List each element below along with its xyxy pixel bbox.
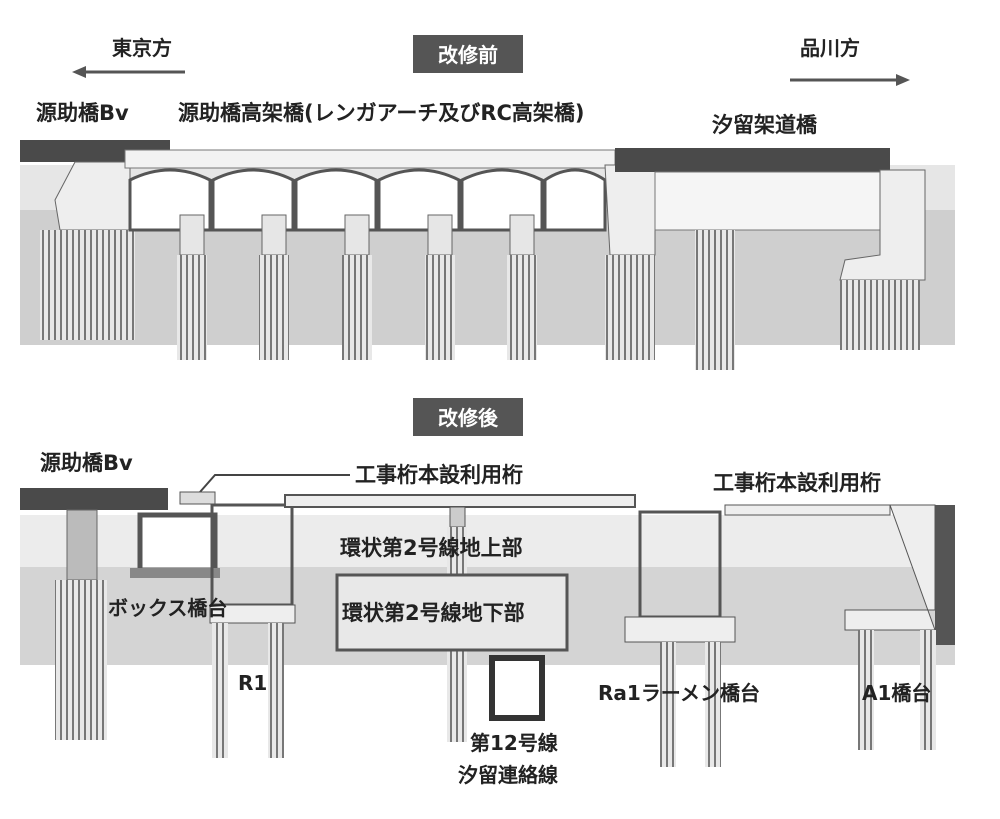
ra1-pile-2 xyxy=(705,642,721,767)
a1-backwall xyxy=(935,505,955,645)
ra1-footing xyxy=(624,616,736,643)
piles-shiodome-pier xyxy=(695,230,735,370)
label-genjobashi-bv-before: 源助橋Bv xyxy=(36,101,129,125)
column-bv-after xyxy=(66,509,98,581)
label-girder-right: 工事桁本設利用桁 xyxy=(713,471,881,495)
girder-right xyxy=(724,504,891,516)
label-road-below: 環状第2号線地下部 xyxy=(342,601,525,625)
r1-pile-2 xyxy=(268,623,284,758)
label-shiodome-link: 汐留連絡線 xyxy=(458,763,558,787)
after-section: 改修後 源助橋Bv 工事桁本設利用桁 工事桁本設利用桁 環状第2号線地上部 環状… xyxy=(20,398,955,787)
direction-shinagawa: 品川方 xyxy=(800,36,860,60)
rc-abutment-before xyxy=(604,164,656,256)
leader-line xyxy=(199,474,350,493)
label-genjobashi-viaduct: 源助橋高架橋(レンガアーチ及びRC高架橋) xyxy=(178,101,585,125)
box-abutment xyxy=(137,512,218,573)
girder-shiodome xyxy=(654,171,886,231)
label-road-above: 環状第2号線地上部 xyxy=(340,536,523,560)
a1-pile-2 xyxy=(920,630,936,750)
label-ra1: Ra1ラーメン橋台 xyxy=(598,681,760,705)
badge-before-text: 改修前 xyxy=(438,43,498,67)
girder-main xyxy=(284,494,636,508)
girder-segment-small xyxy=(179,491,216,505)
arrow-right-head xyxy=(896,74,910,86)
brick-arches xyxy=(128,168,607,232)
viaduct-deck xyxy=(124,149,616,169)
label-genjobashi-bv-after: 源助橋Bv xyxy=(40,451,133,475)
center-pier-head xyxy=(449,506,466,528)
label-girder-left: 工事桁本設利用桁 xyxy=(355,463,523,487)
badge-after-text: 改修後 xyxy=(438,406,499,430)
piles-shiodome-abutment xyxy=(840,280,920,350)
r1-footing xyxy=(209,604,296,624)
before-section: 改修前 東京方 品川方 源助橋Bv 源助橋高架橋(レンガアーチ及びRC高架橋) … xyxy=(20,35,955,370)
badge-before xyxy=(413,35,523,73)
deck-bv-after xyxy=(20,488,168,510)
r1-pile-1 xyxy=(212,623,228,758)
ra1-pile-1 xyxy=(660,642,676,767)
arch-piers xyxy=(179,214,535,256)
label-line12: 第12号線 xyxy=(470,731,558,755)
piles-bv-after xyxy=(55,580,107,740)
direction-tokyo: 東京方 xyxy=(112,36,172,60)
label-a1: A1橋台 xyxy=(862,681,931,705)
piles-bv-before xyxy=(40,230,135,340)
road-below-box xyxy=(335,573,569,652)
label-shiodome-bridge: 汐留架道橋 xyxy=(712,113,818,137)
badge-after xyxy=(413,398,523,436)
label-r1: R1 xyxy=(238,671,267,695)
box-base xyxy=(130,568,220,578)
deck-shiodome xyxy=(615,148,890,172)
arch-piles xyxy=(177,255,537,360)
rc-piles-before xyxy=(605,255,655,360)
arrow-left-head xyxy=(72,66,86,78)
line12-box xyxy=(489,655,545,721)
a1-pile-1 xyxy=(858,630,874,750)
label-box-abutment: ボックス橋台 xyxy=(108,596,227,620)
